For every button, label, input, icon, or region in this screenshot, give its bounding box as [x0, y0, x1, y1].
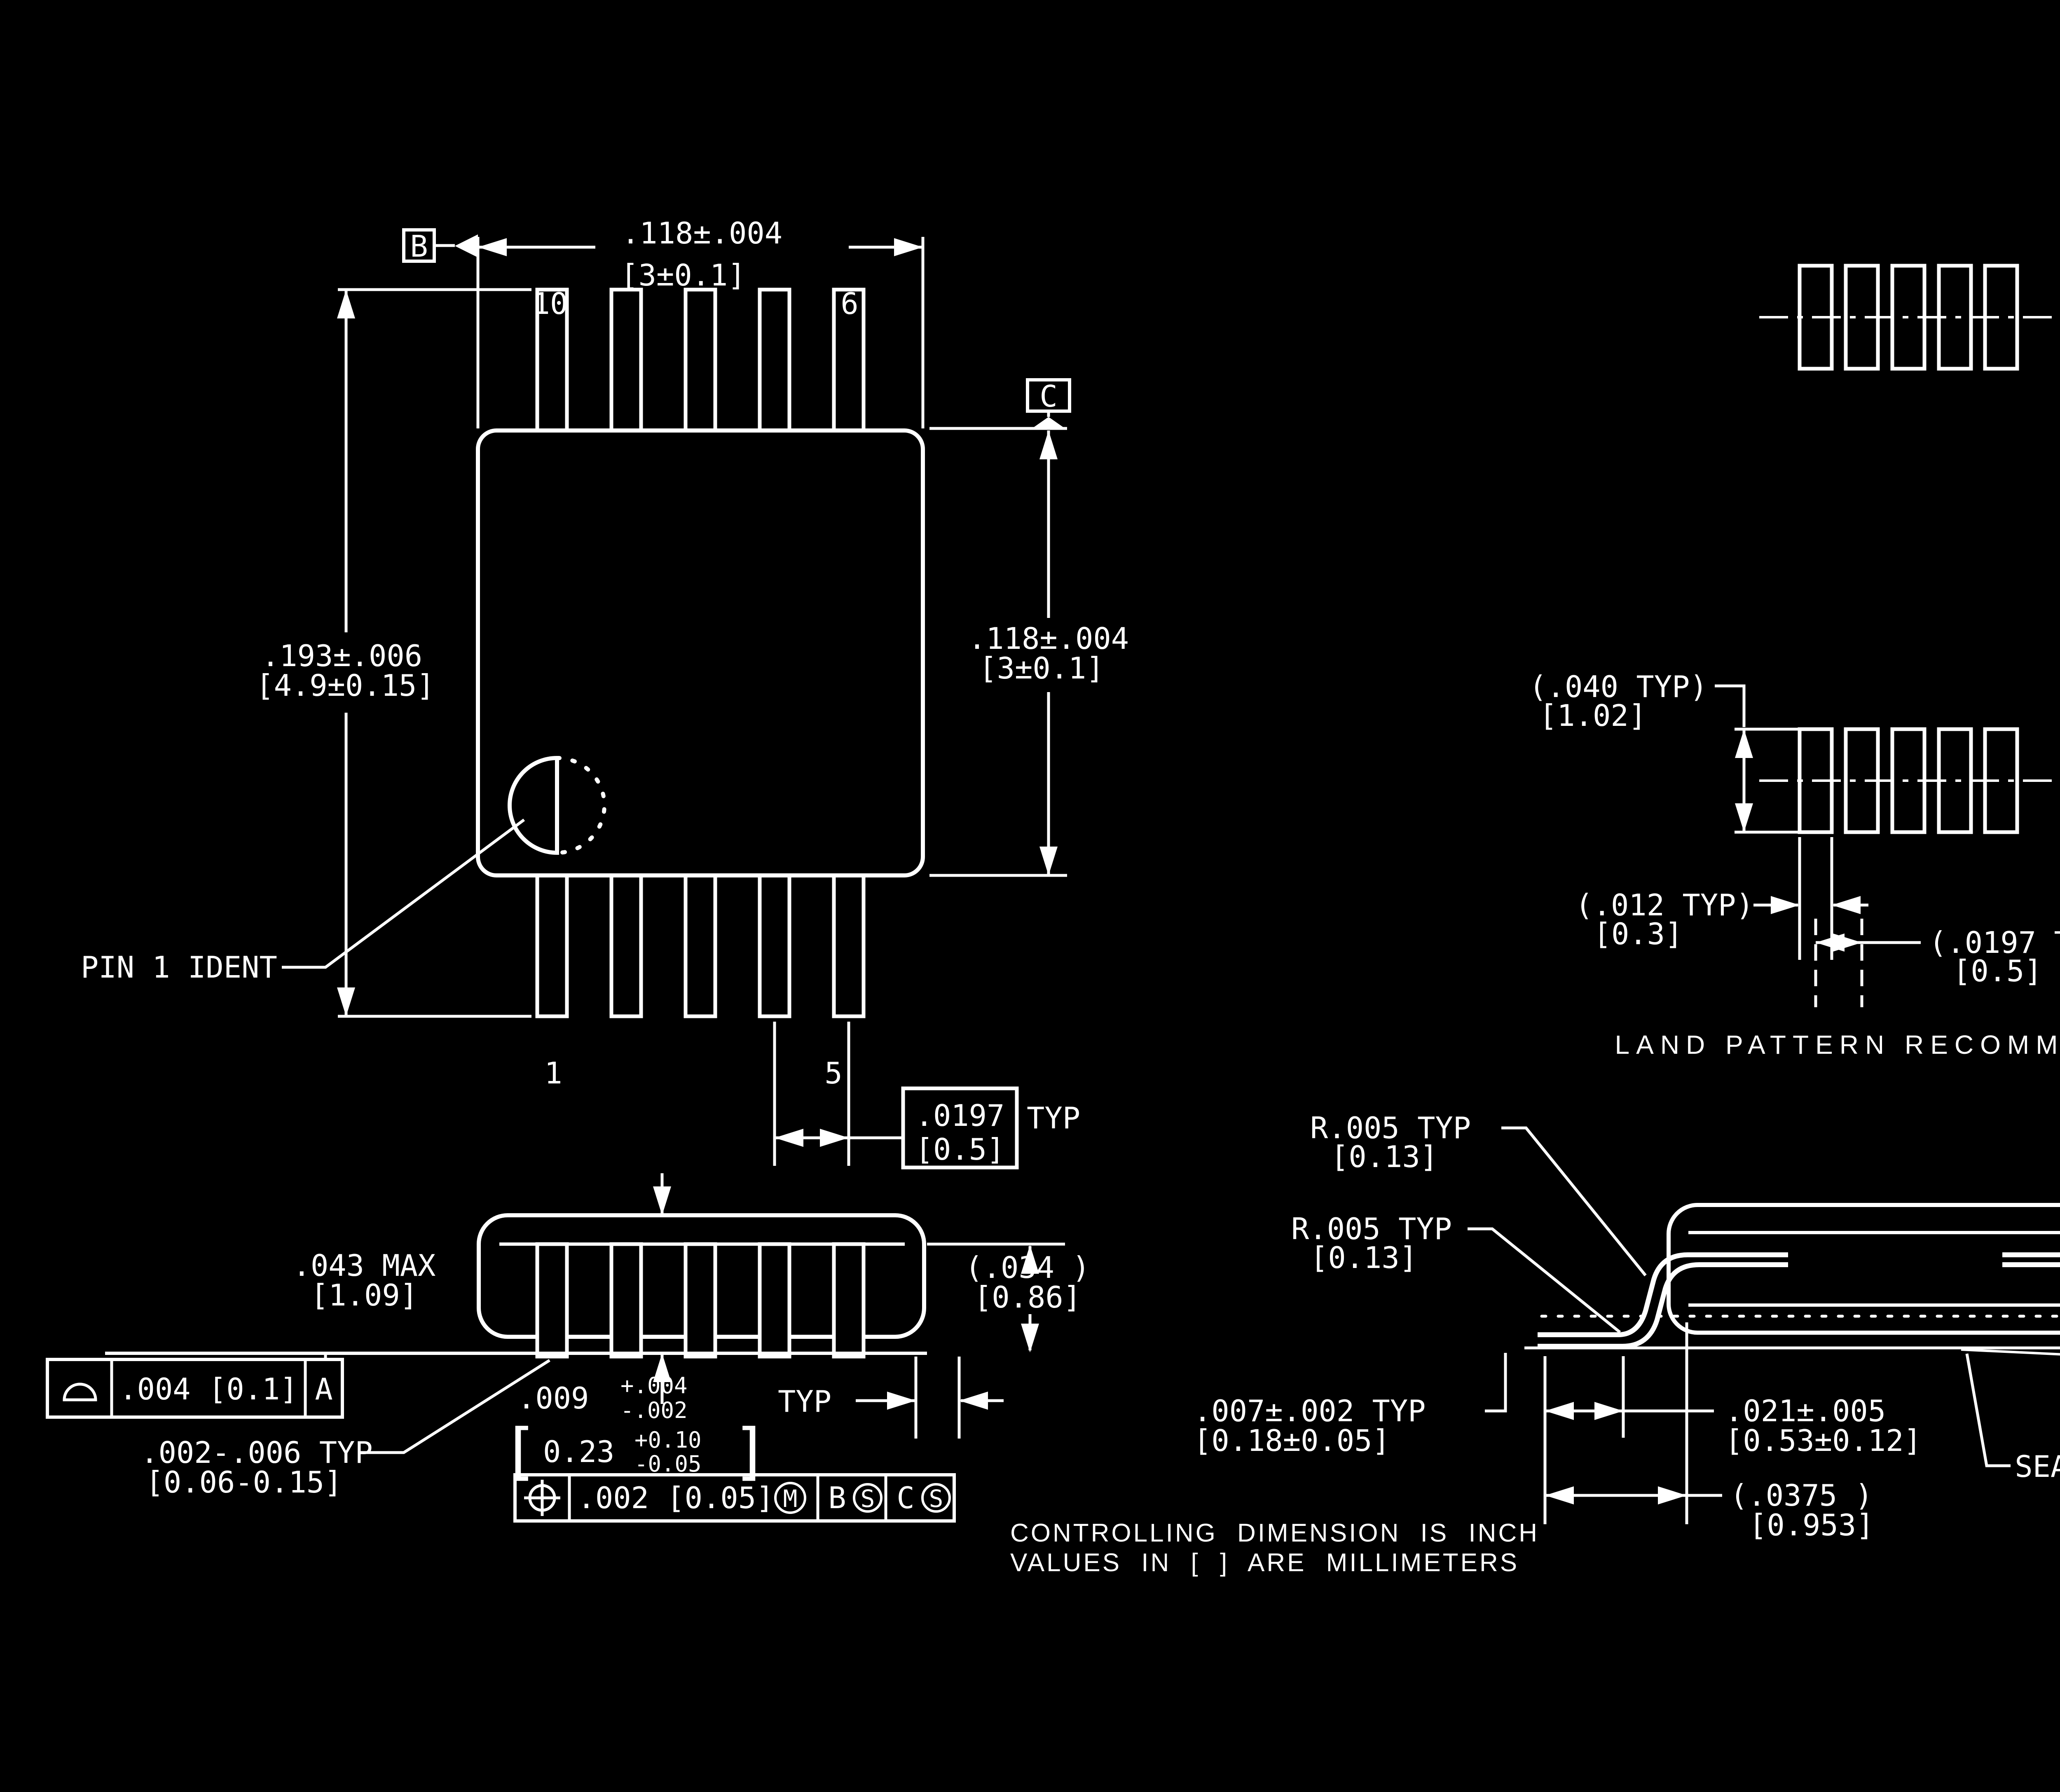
coplanarity-datum: A	[315, 1372, 333, 1406]
pitch-typ: TYP	[1027, 1101, 1081, 1135]
lead-width-minus: -.002	[620, 1397, 688, 1423]
lead-width-mm-nom: 0.23	[543, 1434, 615, 1469]
position-datum1: B	[828, 1481, 846, 1515]
foot-length-dim: (.0375 )	[1730, 1478, 1873, 1513]
package-body-side	[1667, 1203, 2060, 1335]
overall-dim: .193±.006	[261, 639, 423, 673]
land-pattern-title: LAND PATTERN RECOMMENDATION	[1615, 1030, 2060, 1060]
front-height-dim-mm: [1.09]	[310, 1278, 418, 1312]
side-view-arrows	[1545, 1402, 1687, 1504]
lead-width-typ: TYP	[778, 1384, 832, 1419]
datum1-modifier: S	[860, 1485, 875, 1513]
top-view-pins	[535, 288, 866, 1018]
land-pattern-arrows	[1735, 729, 1862, 952]
pitch-dim-mm: [0.5]	[915, 1132, 1005, 1167]
foot-dim: .021±.005	[1725, 1394, 1886, 1428]
top-height-dim: .118±.004	[968, 621, 1129, 656]
lead-angle-line	[1961, 1348, 2060, 1356]
top-height-dim-mm: [3±0.1]	[979, 651, 1104, 685]
land-pitch-dim: (.0197 TYP)	[1929, 925, 2060, 960]
land-pattern-pads	[1798, 264, 2019, 834]
modifier-s-circle	[921, 1483, 951, 1513]
foot-dim-mm: [0.53±0.12]	[1725, 1423, 1922, 1458]
modifier-m: M	[783, 1485, 798, 1513]
pin-label-10: 10	[532, 286, 568, 321]
position-datum2: C	[897, 1481, 915, 1515]
radius2-dim-mm: [0.13]	[1310, 1240, 1418, 1275]
datum-b-label: B	[410, 229, 428, 264]
pad-width-dim: (.012 TYP)	[1575, 888, 1754, 922]
pitch-dim-box	[901, 1086, 1019, 1170]
coplanarity-symbol	[63, 1383, 97, 1401]
top-width-dim: .118±.004	[621, 216, 783, 250]
land-pitch-dim-mm: [0.5]	[1953, 954, 2042, 988]
datum-c-label: C	[1039, 379, 1058, 414]
lead-width-nom: .009	[517, 1381, 589, 1415]
lead-width-mm-plus: +0.10	[634, 1427, 702, 1453]
radius1-dim: R.005 TYP	[1310, 1111, 1471, 1145]
modifier-s-circle	[853, 1483, 883, 1513]
lead-thickness-dim-mm: [0.18±0.05]	[1194, 1423, 1390, 1458]
modifier-m-circle	[774, 1482, 806, 1514]
controlling-dimension-note: CONTROLLING DIMENSION IS INCH	[1010, 1519, 1539, 1547]
datum2-modifier: S	[929, 1485, 943, 1513]
pin1-ident-label: PIN 1 IDENT	[81, 950, 277, 985]
position-tolerance: .002 [0.05]	[577, 1481, 774, 1515]
package-body-top	[476, 428, 925, 877]
coplanarity-frame	[46, 1358, 344, 1419]
lead-width-mm-minus: -0.05	[634, 1451, 702, 1477]
front-view-arrows	[653, 1186, 1039, 1410]
front-height-dim: .043 MAX	[293, 1248, 436, 1283]
seating-plane-label: SEATING PLANE	[2015, 1449, 2060, 1484]
lead-width-plus: +.004	[620, 1373, 688, 1399]
top-view-dimension-lines	[282, 228, 1071, 1170]
coplanarity-value: .004 [0.1]	[119, 1372, 298, 1406]
pitch-dim: .0197	[915, 1098, 1005, 1133]
lead-thickness-dim: .007±.002 TYP	[1194, 1394, 1426, 1428]
front-lead-dim-mm: [0.86]	[974, 1280, 1082, 1315]
overall-dim-mm: [4.9±0.15]	[256, 668, 435, 703]
pad-width-dim-mm: [0.3]	[1593, 917, 1683, 951]
left-lead	[1538, 1252, 1788, 1337]
front-lead-dim: (.034 )	[965, 1250, 1090, 1285]
mm-open-bracket: [	[501, 1416, 539, 1488]
datum-b-triangle	[455, 234, 478, 257]
top-view-arrows	[337, 234, 1065, 1147]
pad-length-dim: (.040 TYP)	[1529, 669, 1708, 704]
top-width-dim-mm: [3±0.1]	[620, 258, 746, 292]
mm-close-bracket: ]	[732, 1416, 770, 1488]
pad-length-dim-mm: [1.02]	[1539, 698, 1647, 733]
position-frame	[513, 1473, 956, 1523]
datum-c-triangle	[1032, 417, 1065, 428]
side-view-dimension-lines	[1468, 1126, 2011, 1524]
foot-length-dim-mm: [0.953]	[1749, 1508, 1874, 1542]
radius1-dim-mm: [0.13]	[1331, 1139, 1438, 1174]
front-view-leads	[535, 1242, 866, 1359]
land-pattern-dimension-lines	[1715, 316, 2060, 1007]
pin1-ident-mark	[508, 756, 606, 855]
millimeter-values-note: VALUES IN [ ] ARE MILLIMETERS	[1010, 1549, 1519, 1577]
standoff-dim: .002-.006 TYP	[140, 1435, 373, 1470]
pin-label-1: 1	[544, 1056, 562, 1090]
pin-label-6: 6	[840, 286, 859, 321]
top-view-outline	[476, 428, 925, 877]
pin-label-5: 5	[824, 1056, 843, 1090]
front-view-dimension-lines	[46, 1173, 1065, 1523]
standoff-dim-mm: [0.06-0.15]	[145, 1465, 342, 1500]
radius2-dim: R.005 TYP	[1291, 1212, 1452, 1246]
side-view-outline	[1524, 1203, 2060, 1356]
